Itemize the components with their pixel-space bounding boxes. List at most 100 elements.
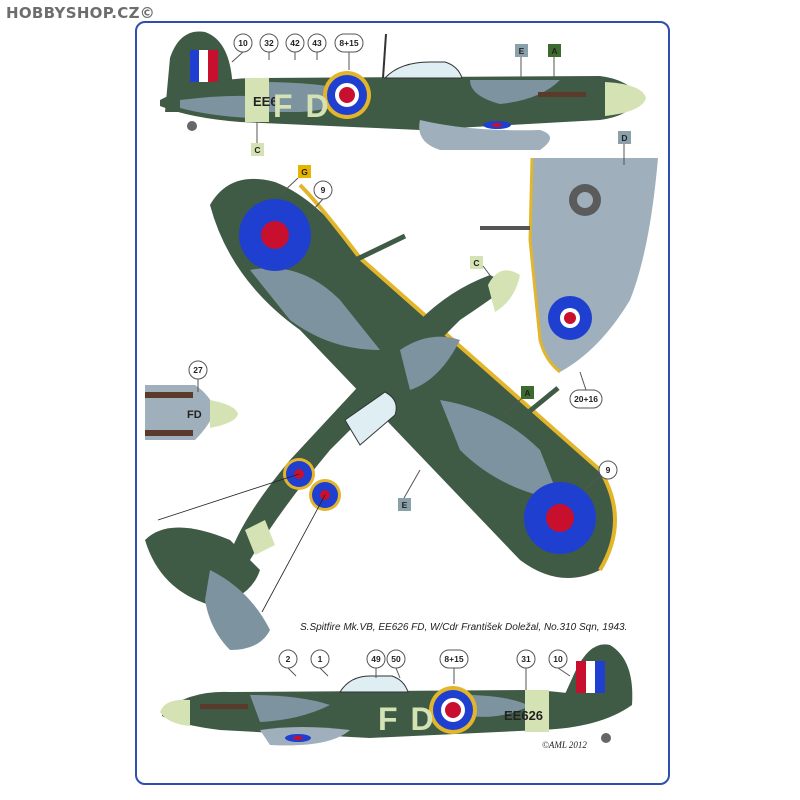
bottom-fin-red: [576, 661, 586, 693]
plan-callouts: G 9 C A E 9: [279, 165, 618, 511]
camo-grey-2: [470, 80, 560, 104]
callout-43: 43: [307, 33, 327, 53]
underside-wing: D 20+16: [480, 131, 658, 409]
tag-G: G: [298, 165, 311, 178]
svg-text:8+15: 8+15: [444, 654, 463, 664]
svg-text:50: 50: [391, 654, 401, 664]
drawing-caption: S.Spitfire Mk.VB, EE626 FD, W/Cdr Franti…: [300, 622, 628, 633]
fin-flash-white: [199, 50, 208, 82]
nose-exhaust-bottom: [145, 430, 193, 436]
callout-27: 27: [188, 360, 208, 380]
plan-spinner: [488, 270, 520, 312]
svg-text:A: A: [524, 388, 530, 398]
tag-A-top: A: [548, 44, 561, 57]
svg-text:43: 43: [312, 38, 322, 48]
svg-text:49: 49: [371, 654, 381, 664]
bottom-camo-grey-2: [470, 695, 530, 717]
svg-text:42: 42: [290, 38, 300, 48]
svg-text:C: C: [254, 145, 260, 155]
callout-32: 32: [259, 33, 279, 53]
callout-9-left: 9: [313, 180, 333, 200]
plan-tailplane-right: [205, 570, 270, 650]
roundel-red: [339, 87, 355, 103]
callout-31: 31: [516, 649, 536, 669]
callout-10: 10: [233, 33, 253, 53]
callout-20-16: 20+16: [569, 389, 603, 409]
callout-9-right: 9: [598, 460, 618, 480]
bottom-spinner: [160, 699, 190, 726]
callout-8-15: 8+15: [334, 33, 364, 53]
bottom-sky-band: [525, 690, 549, 732]
svg-text:9: 9: [606, 465, 611, 475]
svg-text:1: 1: [318, 654, 323, 664]
drawing-frame: [135, 21, 670, 785]
tag-E-plan: E: [398, 498, 411, 511]
bottom-callouts: 2 1 49 50 8+15 31 10: [278, 649, 571, 690]
tag-C-top: C: [251, 143, 264, 156]
nose-detail-body: [145, 385, 215, 440]
watermark: HOBBYSHOP.CZ©: [6, 4, 156, 22]
exhaust-stubs: [538, 92, 586, 97]
nose-detail-spinner: [210, 400, 238, 428]
camo-grey-3: [180, 95, 250, 118]
svg-text:9: 9: [321, 185, 326, 195]
bottom-exhausts: [200, 704, 248, 709]
bottom-serial: EE626: [504, 708, 543, 723]
callout-10-bottom: 10: [548, 649, 568, 669]
tag-D: D: [618, 131, 631, 144]
nose-detail: FD 27: [145, 360, 238, 440]
svg-text:20+16: 20+16: [574, 394, 598, 404]
tag-A-plan: A: [521, 386, 534, 399]
plan-view: [145, 178, 617, 650]
svg-text:31: 31: [521, 654, 531, 664]
top-spinner: [605, 82, 646, 116]
callout-42: 42: [285, 33, 305, 53]
top-serial: EE6: [253, 94, 278, 109]
top-canopy: [383, 61, 463, 79]
top-callouts: 10 32 42 43 8+15 E A C: [231, 33, 561, 156]
wing-camo-grey-2: [440, 400, 560, 500]
underside-leading-edge: [528, 157, 561, 374]
plan-canopy: [344, 391, 397, 446]
svg-text:8+15: 8+15: [339, 38, 358, 48]
fin-flash-red: [208, 50, 218, 82]
callout-49: 49: [366, 649, 386, 669]
cannon-right: [523, 386, 560, 417]
bottom-camo-grey-1: [250, 695, 330, 722]
svg-text:10: 10: [553, 654, 563, 664]
svg-text:G: G: [301, 167, 308, 177]
top-side-profile: EE6 F D: [160, 31, 646, 150]
fuselage-camo-grey: [400, 336, 460, 390]
bottom-canopy: [339, 675, 409, 693]
bottom-tail-wheel: [601, 733, 611, 743]
leader-line-1: [157, 473, 300, 521]
tag-E-top: E: [515, 44, 528, 57]
nose-exhaust-top: [145, 392, 193, 398]
tag-C-plan: C: [470, 256, 483, 269]
bottom-side-profile: F D EE626: [160, 644, 633, 746]
callout-8-15-bottom: 8+15: [439, 649, 469, 669]
svg-text:27: 27: [193, 365, 203, 375]
svg-text:D: D: [621, 133, 627, 143]
tail-wheel: [187, 121, 197, 131]
leader-line-2: [261, 494, 326, 613]
plan-sky-band: [245, 520, 275, 555]
svg-text:10: 10: [238, 38, 248, 48]
callout-1: 1: [310, 649, 330, 669]
copyright-note: ©AML 2012: [542, 740, 587, 750]
svg-text:A: A: [551, 46, 557, 56]
nose-code: FD: [187, 409, 202, 421]
svg-text:E: E: [402, 500, 408, 510]
antenna-mast: [382, 33, 387, 79]
top-code-letters: F D: [273, 88, 331, 124]
svg-text:32: 32: [264, 38, 274, 48]
callout-50: 50: [386, 649, 406, 669]
sky-band: [245, 78, 269, 122]
wing-camo-grey-1: [250, 268, 380, 350]
bottom-code-letters: F D: [378, 701, 436, 737]
top-wing-underside: [419, 120, 550, 150]
cannon-left: [343, 233, 407, 268]
svg-text:2: 2: [286, 654, 291, 664]
svg-text:E: E: [519, 46, 525, 56]
